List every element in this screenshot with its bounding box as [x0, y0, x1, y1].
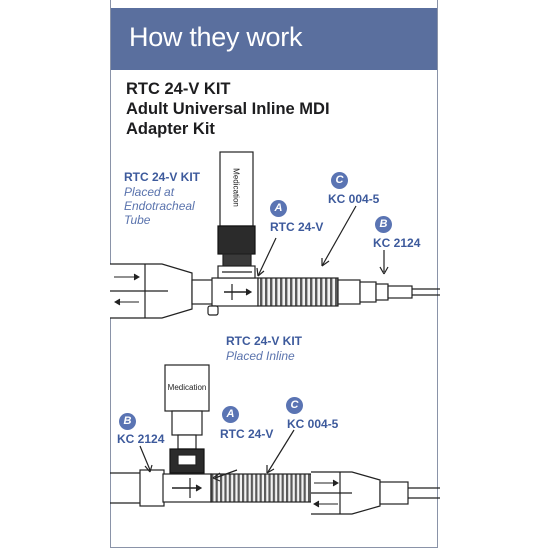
corrugated-tube-lower — [210, 473, 312, 503]
medication-label-upper: Medication — [231, 168, 241, 207]
badge-c-lower: C — [286, 397, 303, 414]
callout-rtc-lower: RTC 24-V — [220, 427, 274, 441]
callout-kc004-upper: KC 004-5 — [328, 192, 380, 206]
medication-label-lower: Medication — [167, 383, 207, 392]
callout-kc2124-lower: KC 2124 — [117, 432, 165, 446]
lower-leader-lines — [139, 429, 295, 482]
page-title: How they work — [129, 22, 303, 52]
upper-sub-line: Endotracheal — [124, 199, 195, 213]
corrugated-tube — [257, 277, 339, 307]
kit-title-line: RTC 24-V KIT — [126, 80, 231, 98]
lower-assembly — [110, 364, 440, 515]
upper-assembly — [110, 151, 440, 319]
flow-arrow-icon — [114, 273, 140, 306]
upper-kit-label: RTC 24-V KIT — [124, 170, 201, 184]
flow-arrow-icon-lower — [313, 479, 339, 508]
upper-leader-lines — [256, 205, 389, 277]
callout-rtc-upper: RTC 24-V — [270, 220, 324, 234]
kit-title: RTC 24-V KIT Adult Universal Inline MDI … — [126, 79, 426, 139]
upper-kit-sub: Placed at Endotracheal Tube — [124, 185, 195, 227]
connector — [191, 279, 215, 305]
lower-kit-label: RTC 24-V KIT — [226, 334, 303, 348]
medication-canister — [219, 151, 254, 227]
callout-kc2124-upper: KC 2124 — [373, 236, 421, 250]
badge-a-lower: A — [222, 406, 239, 423]
badge-a-upper: A — [270, 200, 287, 217]
badge-b-upper: B — [375, 216, 392, 233]
header-bar: How they work — [111, 8, 437, 70]
badge-c-upper: C — [331, 172, 348, 189]
kit-title-line: Adult Universal Inline MDI — [126, 100, 330, 118]
upper-sub-line: Tube — [124, 213, 151, 227]
upper-sub-line: Placed at — [124, 185, 175, 199]
badge-b-lower: B — [119, 413, 136, 430]
callout-kc004-lower: KC 004-5 — [287, 417, 339, 431]
lower-kit-sub: Placed Inline — [226, 349, 295, 363]
kit-title-line: Adapter Kit — [126, 120, 215, 138]
